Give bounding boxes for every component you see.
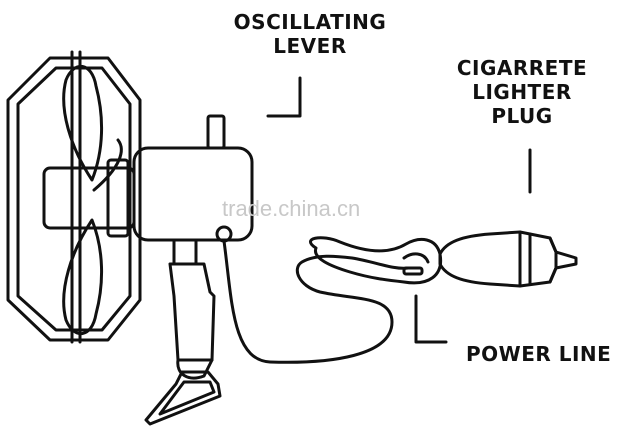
stand-base bbox=[144, 370, 222, 426]
label-cigarette-lighter-plug: CIGARRETE LIGHTER PLUG bbox=[440, 56, 604, 128]
motor-housing bbox=[132, 146, 254, 242]
power-connector-detail bbox=[402, 252, 430, 264]
leader-oscillating-lever bbox=[266, 76, 302, 118]
watermark: trade.china.cn bbox=[222, 196, 361, 221]
stand-joint bbox=[176, 358, 214, 380]
lighter-plug-tip bbox=[548, 236, 558, 284]
fan-blade-bottom bbox=[62, 218, 104, 335]
oscillating-lever-knob bbox=[206, 114, 226, 150]
label-power-line: POWER LINE bbox=[466, 342, 612, 366]
power-connector-slot bbox=[402, 266, 424, 276]
leader-power-line bbox=[414, 294, 448, 344]
stand-neck bbox=[172, 238, 198, 266]
label-plug-line2: LIGHTER bbox=[472, 80, 572, 104]
fan-hub-inner bbox=[106, 158, 130, 238]
label-plug-line3: PLUG bbox=[491, 104, 553, 128]
power-cord bbox=[222, 239, 410, 364]
fan-blade-top bbox=[62, 65, 104, 182]
stand-arm bbox=[168, 262, 216, 362]
lighter-plug-body bbox=[438, 230, 578, 288]
label-oscillating-lever-line1: OSCILLATING bbox=[233, 10, 387, 34]
fan-cage bbox=[6, 56, 142, 342]
power-connector bbox=[308, 236, 443, 285]
fan-cage-inner bbox=[16, 66, 132, 332]
label-oscillating-lever: OSCILLATING LEVER bbox=[222, 10, 398, 58]
stand-base-inner bbox=[158, 380, 216, 416]
label-oscillating-lever-line2: LEVER bbox=[273, 34, 347, 58]
label-plug-line1: CIGARRETE bbox=[456, 56, 588, 80]
